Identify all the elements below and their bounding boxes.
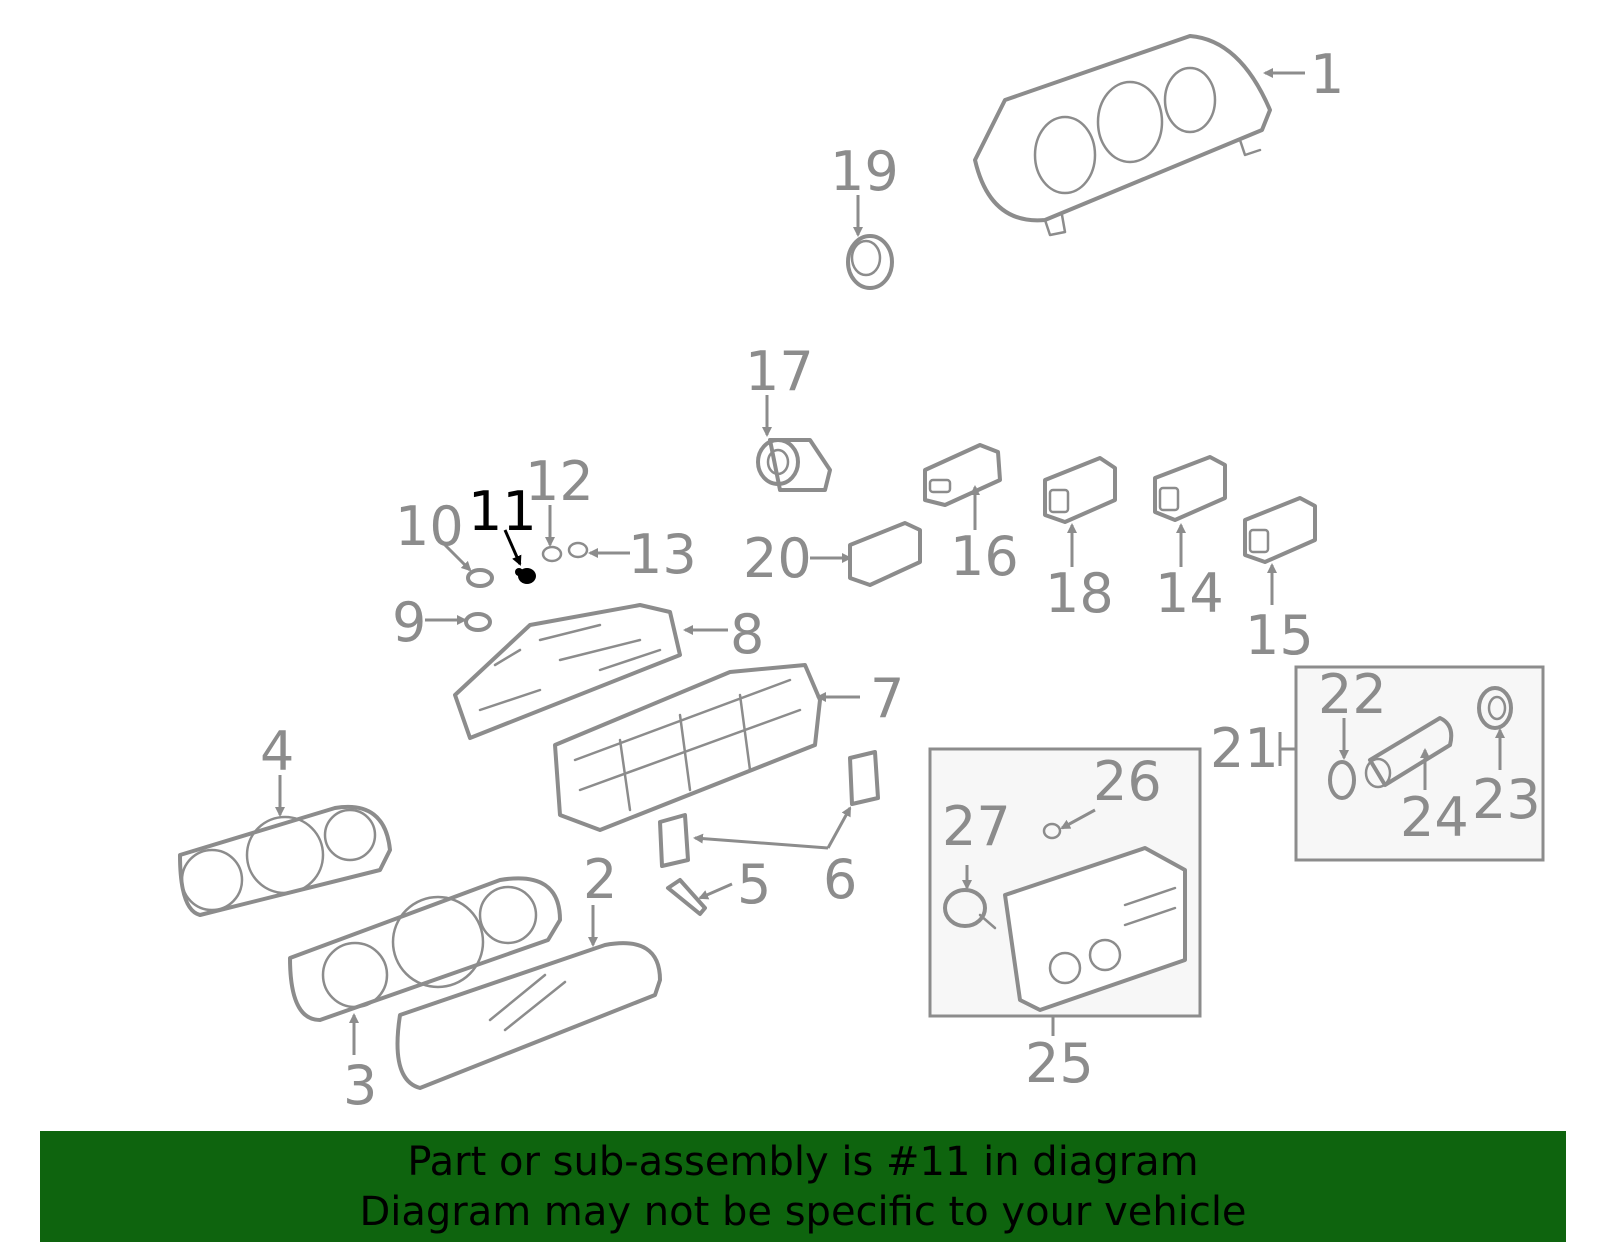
callout-17: 17 — [745, 340, 814, 403]
part-8-circuit-board — [453, 603, 682, 740]
part-17-switch — [756, 438, 832, 492]
part-20-switch — [848, 521, 922, 587]
banner-line-disclaimer: Diagram may not be specific to your vehi… — [359, 1189, 1247, 1235]
callout-2: 2 — [583, 848, 617, 911]
callout-24: 24 — [1400, 786, 1469, 849]
callout-1: 1 — [1310, 43, 1344, 106]
callout-22: 22 — [1318, 663, 1387, 726]
callout-26: 26 — [1093, 750, 1162, 813]
callout-3: 3 — [343, 1054, 377, 1117]
part-25-climate-control — [1003, 846, 1187, 1012]
callout-18: 18 — [1045, 562, 1114, 625]
callout-19: 19 — [830, 140, 899, 203]
part-2-lens — [395, 941, 662, 1090]
part-11-bulb — [515, 568, 536, 584]
callout-7: 7 — [870, 667, 904, 730]
part-26-clip — [1042, 822, 1062, 840]
part-19-cap — [846, 234, 894, 290]
callout-6: 6 — [823, 848, 857, 911]
part-7-housing — [553, 663, 822, 832]
callout-23: 23 — [1472, 768, 1541, 831]
info-banner: Part or sub-assembly is #11 in diagram D… — [40, 1131, 1566, 1242]
leader-lines — [275, 68, 1505, 1055]
callouts: 1 2 3 4 5 6 7 8 9 10 11 12 13 14 15 16 1… — [260, 43, 1541, 1117]
part-16-switch — [923, 443, 1002, 507]
callout-25: 25 — [1025, 1032, 1094, 1095]
part-3-face — [288, 876, 562, 1022]
callout-5: 5 — [737, 853, 771, 916]
part-9-bulb — [464, 612, 492, 632]
callout-15: 15 — [1245, 604, 1314, 667]
part-22-lighter-knob — [1328, 760, 1356, 800]
callout-10: 10 — [395, 495, 464, 558]
part-13-bulb — [567, 541, 589, 559]
callout-4: 4 — [260, 720, 294, 783]
part-14-switch — [1153, 455, 1227, 522]
part-1-cluster — [973, 34, 1272, 237]
banner-line-part-number: Part or sub-assembly is #11 in diagram — [407, 1139, 1199, 1185]
part-12-bulb — [541, 545, 563, 563]
callout-13: 13 — [628, 523, 697, 586]
callout-8: 8 — [730, 603, 764, 666]
part-24-lighter-socket — [1364, 716, 1454, 789]
part-18-switch — [1043, 456, 1117, 524]
callout-14: 14 — [1155, 562, 1224, 625]
callout-11-highlighted: 11 — [468, 480, 537, 543]
callout-16: 16 — [950, 525, 1019, 588]
callout-20: 20 — [743, 527, 812, 590]
part-15-switch — [1243, 496, 1317, 564]
part-5-screw — [666, 878, 707, 916]
callout-27: 27 — [942, 795, 1011, 858]
callout-21: 21 — [1210, 717, 1279, 780]
part-10-bulb — [466, 568, 494, 588]
callout-9: 9 — [392, 591, 426, 654]
part-4-gauges — [178, 804, 392, 917]
callout-12: 12 — [525, 450, 594, 513]
part-6-plate — [658, 750, 880, 868]
part-27-knob — [943, 888, 997, 930]
